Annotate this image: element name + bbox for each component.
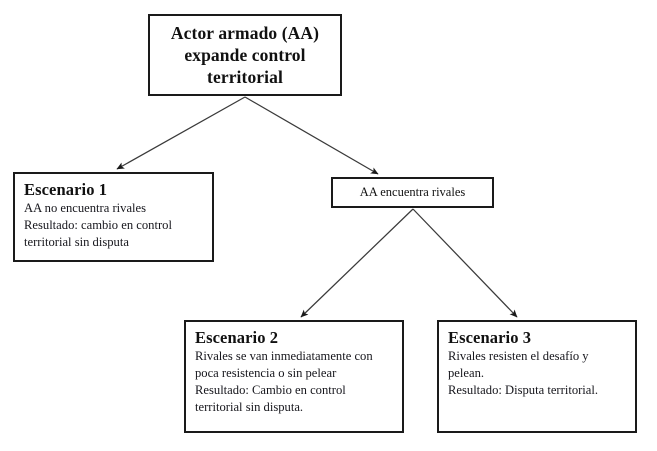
node-root-line-2: expande control xyxy=(184,44,306,65)
node-escenario-2-line-3: Resultado: Cambio en control xyxy=(195,382,346,397)
node-escenario-2-line-4: territorial sin disputa. xyxy=(195,399,304,414)
node-escenario-1-heading: Escenario 1 xyxy=(24,180,108,199)
node-root-line-1: Actor armado (AA) xyxy=(170,22,320,43)
edge-rivales-to-escenario2 xyxy=(300,208,414,318)
node-root-line-3: territorial xyxy=(207,67,283,88)
node-escenario-3-line-1: Rivales resisten el desafío y xyxy=(448,349,589,364)
node-root-label: Actor armado (AA) expande control territ… xyxy=(171,22,319,89)
node-aa-encuentra-rivales[interactable]: AA encuentra rivales xyxy=(331,177,494,208)
node-escenario-3-heading: Escenario 3 xyxy=(448,328,532,347)
node-escenario-3[interactable]: Escenario 3 Rivales resisten el desafío … xyxy=(437,320,637,433)
node-escenario-1-line-2: Resultado: cambio en control xyxy=(24,218,172,233)
node-escenario-2-heading: Escenario 2 xyxy=(195,328,279,347)
edge-root-to-escenario1 xyxy=(116,96,246,170)
node-escenario-1-line-1: AA no encuentra rivales xyxy=(24,201,147,216)
edge-rivales-to-escenario3 xyxy=(412,208,518,318)
node-escenario-1-line-3: territorial sin disputa xyxy=(24,234,129,249)
node-escenario-2[interactable]: Escenario 2 Rivales se van inmediatament… xyxy=(184,320,404,433)
edge-root-to-rivales xyxy=(244,96,379,175)
node-escenario-2-line-1: Rivales se van inmediatamente con xyxy=(195,349,373,364)
node-escenario-1[interactable]: Escenario 1 AA no encuentra rivales Resu… xyxy=(13,172,214,262)
node-root[interactable]: Actor armado (AA) expande control territ… xyxy=(148,14,342,96)
node-escenario-3-line-3: Resultado: Disputa territorial. xyxy=(448,382,599,397)
node-escenario-2-line-2: poca resistencia o sin pelear xyxy=(195,366,337,381)
node-aa-encuentra-rivales-label: AA encuentra rivales xyxy=(359,184,466,199)
node-escenario-3-line-2: pelean. xyxy=(448,366,485,381)
